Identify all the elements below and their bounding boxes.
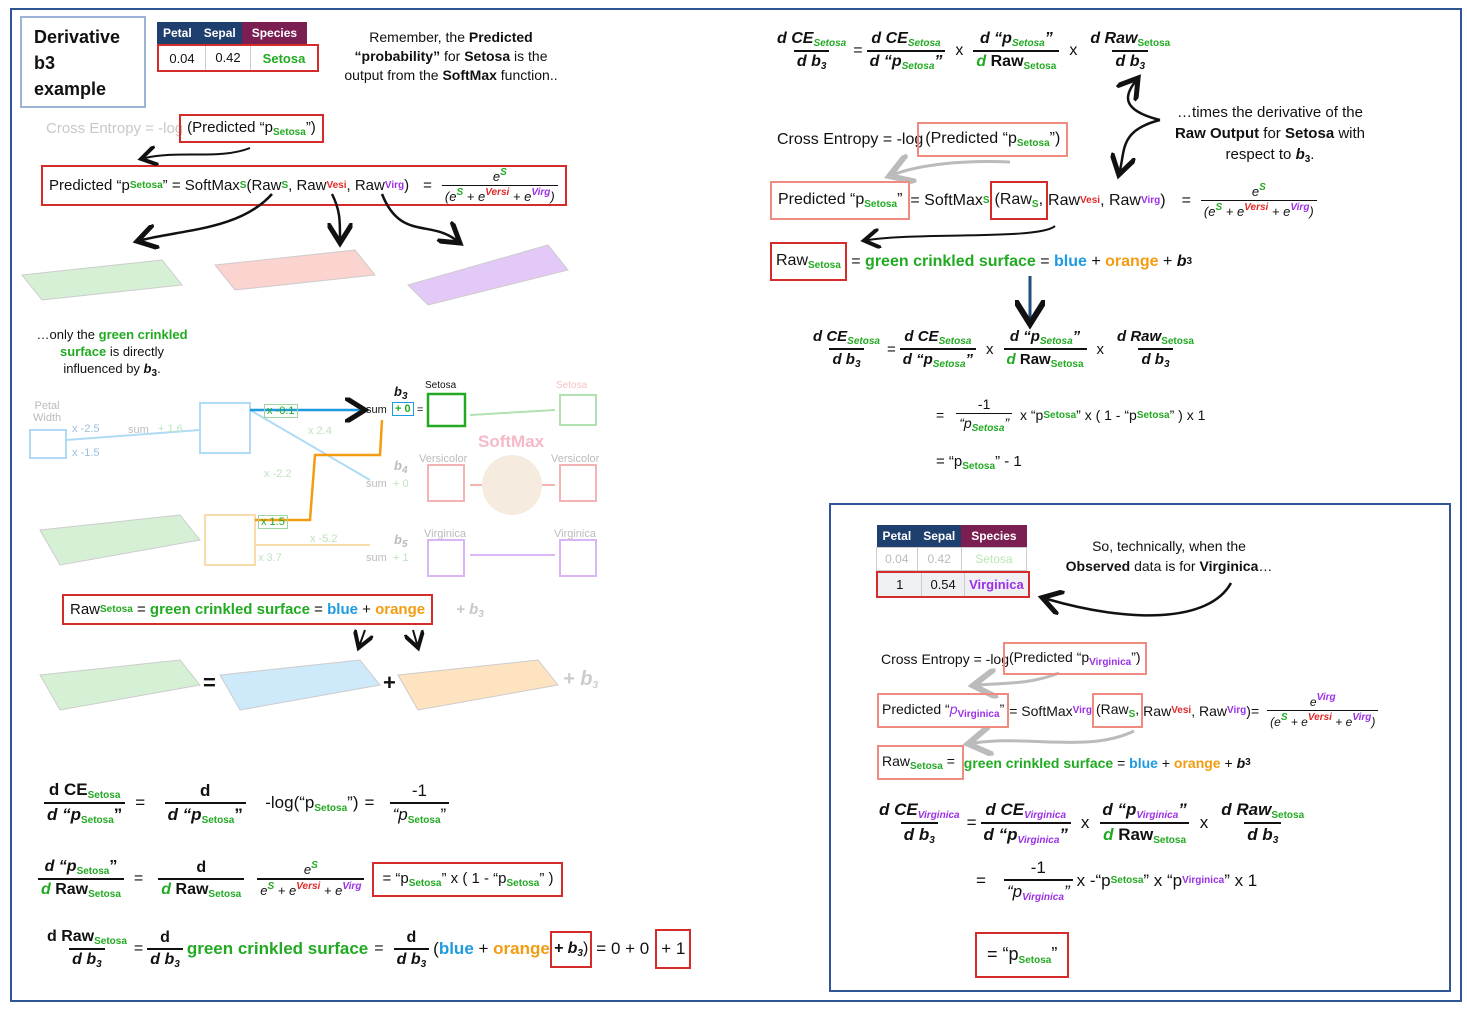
raws-box: (RawS,	[989, 181, 1049, 220]
arrow-grey-2	[974, 731, 1135, 743]
surface-purple-top	[407, 244, 569, 306]
deriv3-b3-box: + b3)	[549, 930, 593, 968]
cell-sepal: 0.42	[205, 46, 251, 70]
title-line-3: example	[34, 79, 107, 99]
table-header-petal: Petal	[157, 22, 198, 44]
raw-equation-right: RawSetosa = green crinkled surface = blu…	[770, 242, 1192, 281]
arrow-grey-1	[979, 673, 1060, 685]
cross-entropy-virginica: Cross Entropy = -log (Predicted “pVirgin…	[881, 642, 1147, 675]
predicted-box-right: (Predicted “pSetosa”)	[917, 122, 1069, 157]
table-header-sepal: Sepal	[197, 22, 242, 44]
network-faint	[29, 394, 597, 577]
surface-green-bottom	[39, 659, 201, 711]
arrow-raws-to-raw	[868, 225, 1056, 240]
cell-species: Setosa	[262, 50, 306, 66]
brace-arrow-up	[1128, 82, 1161, 122]
deriv3-one-box: + 1	[655, 929, 692, 969]
brace-arrow-down	[1120, 118, 1161, 170]
surface-blue-bottom	[219, 659, 381, 711]
final-result-box: = “pSetosa”	[975, 932, 1070, 978]
surface-green-top	[21, 259, 183, 301]
surface-red-top	[214, 249, 376, 291]
virginica-row: 1 0.54 Virginica	[876, 571, 1030, 598]
virginica-arrows	[829, 582, 1233, 773]
surface-green-mid	[39, 514, 201, 566]
arrow-raw-s	[142, 193, 273, 240]
top-data-table: Petal Sepal Species 0.04 0.42 Setosa	[157, 22, 319, 72]
surface-plus: +	[383, 670, 396, 695]
cross-entropy-faint: Cross Entropy = -log (Predicted “pSetosa…	[46, 114, 324, 143]
network-path-orange	[255, 419, 384, 522]
raw-equation-virginica: RawSetosa = green crinkled surface = blu…	[877, 745, 1251, 780]
arrow-ce-to-softmax	[145, 148, 251, 158]
arrow-ce-to-predicted-grey	[895, 162, 1011, 174]
surface-orange-bottom	[397, 659, 559, 711]
title-line-1: Derivative	[34, 27, 121, 47]
surface-plus-b3: + b3	[563, 668, 599, 691]
predicted-lhs-box: Predicted “pSetosa”	[770, 181, 911, 220]
arrow-down-blue	[360, 630, 365, 644]
table-header-species: Species	[241, 22, 308, 44]
raw-setosa-box: RawSetosa	[770, 242, 847, 281]
virginica-box	[829, 503, 1451, 992]
arrow-down-orange	[413, 630, 417, 644]
softmax-fraction: eS (eS + eVersi + eVirg)	[441, 167, 558, 204]
left-graphics	[21, 0, 597, 711]
right-graphics	[740, 0, 1161, 620]
title-line-2: b3	[34, 53, 56, 73]
surface-equals: =	[203, 670, 216, 695]
arrow-raw-virg	[380, 193, 456, 240]
cross-entropy-right: Cross Entropy = -log (Predicted “pSetosa…	[777, 122, 1069, 157]
cell-petal: 0.04	[169, 50, 195, 66]
deriv2-result-box: = “pSetosa” x ( 1 - “pSetosa” )	[372, 861, 564, 897]
virginica-table: Petal Sepal Species 0.04 0.42 Setosa 1 0…	[876, 525, 1030, 598]
result-mid-final: = “pSetosa” - 1	[936, 453, 1022, 472]
top-table-row: 0.04 0.42 Setosa	[157, 44, 319, 72]
predicted-box-faint: (Predicted “pSetosa”)	[179, 114, 324, 143]
remember-note: Remember, the Predicted “probability” fo…	[344, 29, 558, 83]
arrow-to-virginica-row	[1047, 582, 1233, 617]
arrow-raw-vesi	[332, 193, 340, 238]
title-box: Derivative b3 example	[20, 16, 146, 108]
b3-output-box	[426, 392, 467, 428]
outer-frame	[10, 8, 1462, 1002]
raw-eq-left-b3-faint: + b3	[452, 601, 484, 620]
